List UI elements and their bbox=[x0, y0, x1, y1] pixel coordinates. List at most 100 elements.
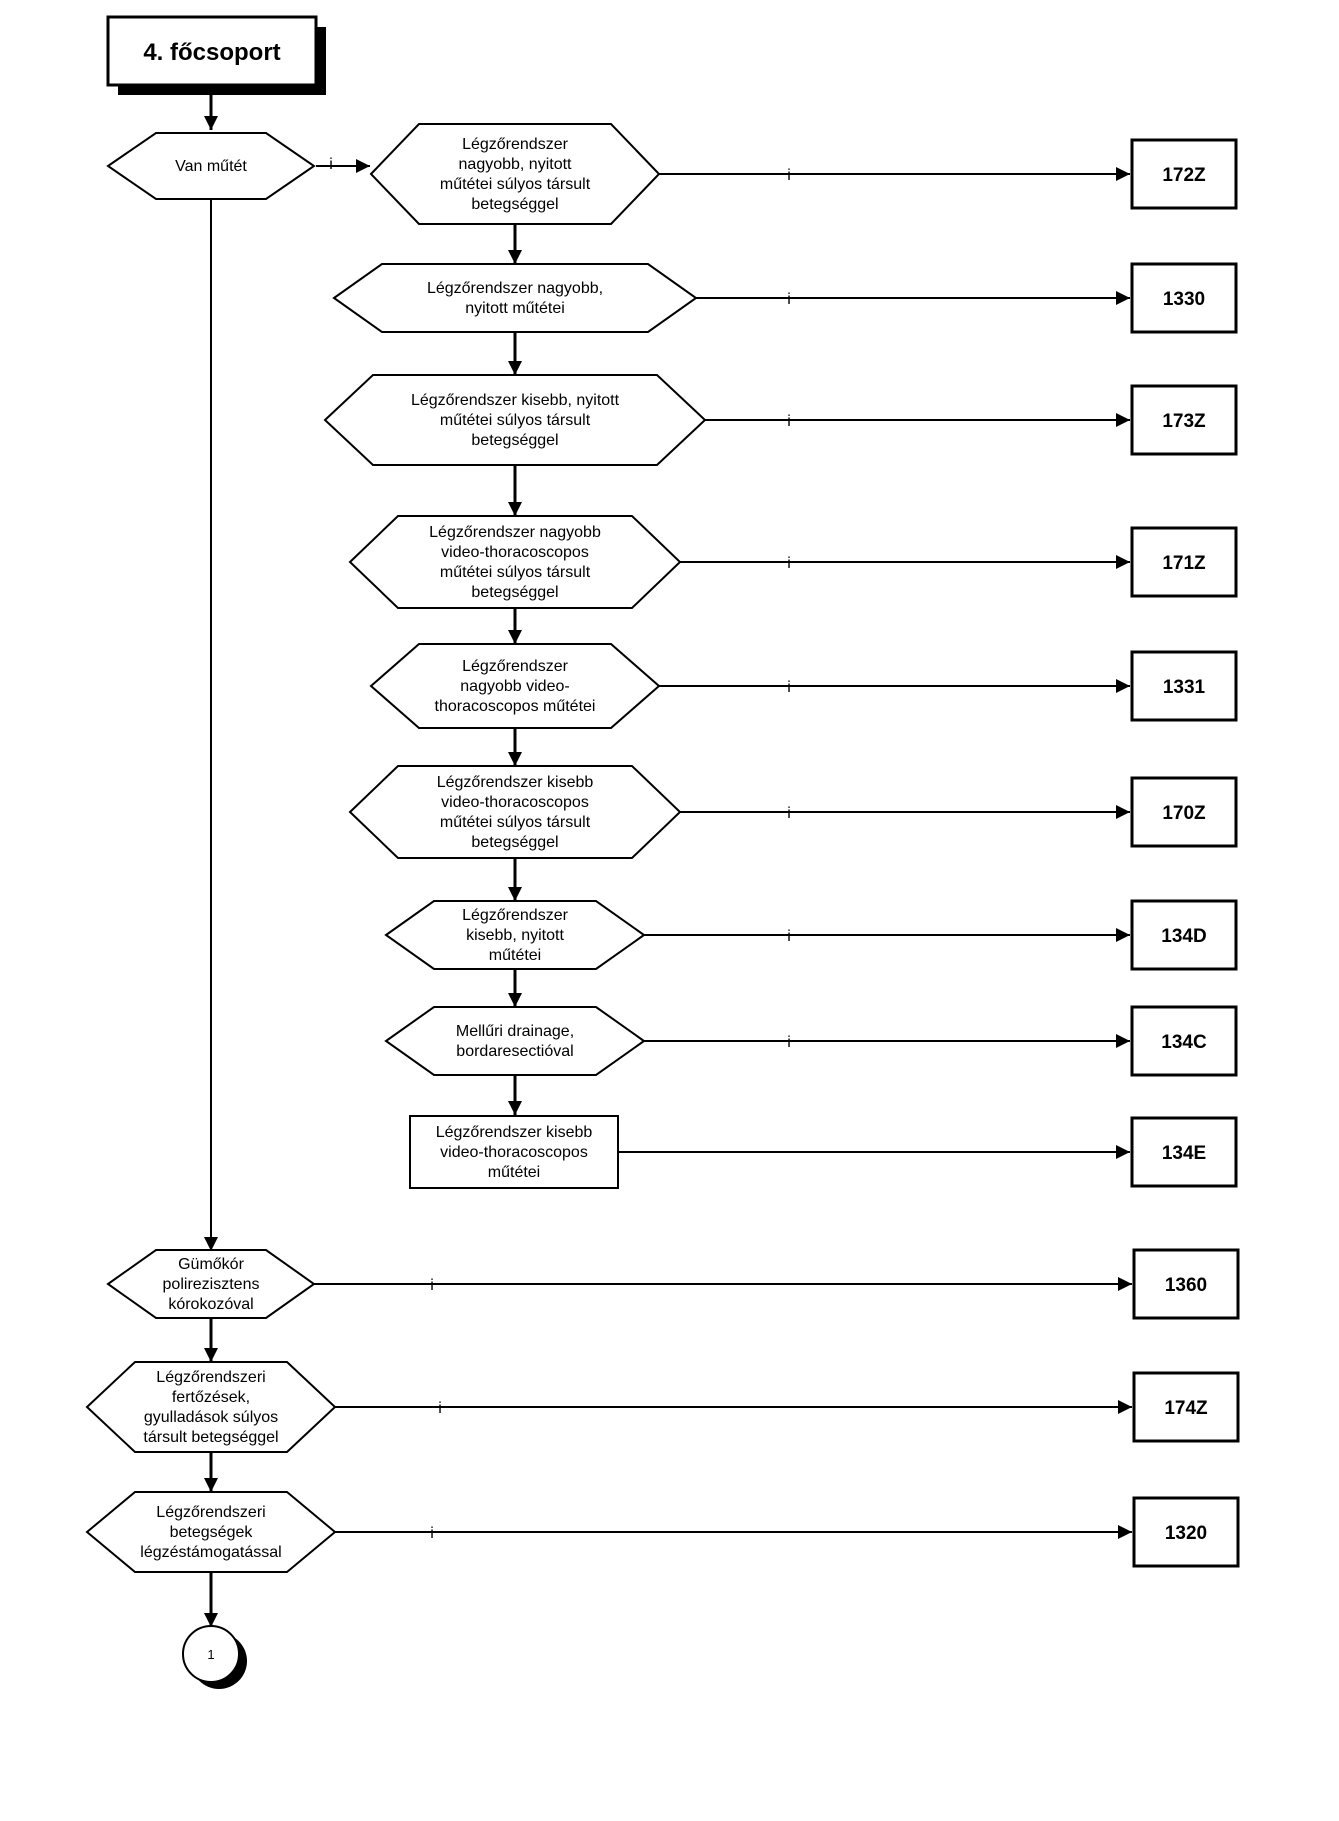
result-box-frame bbox=[1130, 776, 1238, 848]
process-134e-line: video-thoracoscopos bbox=[440, 1144, 588, 1161]
title-box-frame bbox=[106, 15, 318, 87]
result-box-1331: 1331 bbox=[1130, 650, 1238, 722]
decision-134d-shape bbox=[384, 900, 646, 970]
yes-label: i bbox=[787, 1034, 791, 1051]
result-box-frame bbox=[1130, 526, 1238, 598]
connector-1: 1 bbox=[182, 1625, 247, 1689]
result-code: 171Z bbox=[1162, 553, 1206, 574]
decision-1320-shape bbox=[85, 1491, 337, 1573]
decision-1360-line: kórokozóval bbox=[168, 1296, 253, 1313]
result-code: 1330 bbox=[1163, 289, 1205, 310]
result-code: 1360 bbox=[1165, 1275, 1207, 1296]
decision-173z-line: Légzőrendszer kisebb, nyitott bbox=[411, 392, 620, 409]
result-code: 172Z bbox=[1162, 165, 1206, 186]
result-code: 134E bbox=[1162, 1143, 1206, 1164]
result-box-frame bbox=[1132, 1371, 1240, 1443]
result-code: 1320 bbox=[1165, 1523, 1207, 1544]
decision-173z-line: betegséggel bbox=[471, 432, 558, 449]
process-134e-line: műtétei bbox=[488, 1164, 540, 1181]
decision-170z-line: video-thoracoscopos bbox=[441, 794, 589, 811]
decision-173z-line: műtétei súlyos társult bbox=[440, 412, 591, 429]
decision-1320-line: légzéstámogatással bbox=[140, 1544, 281, 1561]
result-box-frame bbox=[1130, 138, 1238, 210]
decision-171z-line: video-thoracoscopos bbox=[441, 544, 589, 561]
decision-171z: Légzőrendszer nagyobb video-thoracoscopos… bbox=[348, 515, 682, 609]
result-box-frame bbox=[1130, 650, 1238, 722]
result-box-174Z: 174Z bbox=[1132, 1371, 1240, 1443]
yes-label: i bbox=[430, 1277, 434, 1294]
result-box-frame bbox=[1130, 384, 1238, 456]
result-box-frame bbox=[1130, 1005, 1238, 1077]
process-134e-frame bbox=[409, 1115, 619, 1189]
process-134e-line: Légzőrendszer kisebb bbox=[436, 1124, 593, 1141]
yes-label: i bbox=[787, 413, 791, 430]
title-box: 4. főcsoport bbox=[106, 15, 326, 95]
result-box-134E: 134E bbox=[1130, 1116, 1238, 1188]
yes-label: i bbox=[787, 167, 791, 184]
yes-label: i bbox=[329, 156, 333, 173]
yes-label: i bbox=[787, 555, 791, 572]
decision-134d: Légzőrendszer kisebb, nyitott műtétei bbox=[384, 900, 646, 970]
result-box-173Z: 173Z bbox=[1130, 384, 1238, 456]
decision-171z-shape bbox=[348, 515, 682, 609]
connector-circle bbox=[182, 1625, 240, 1683]
decision-van-mutet: Van műtét bbox=[106, 132, 316, 200]
yes-label: i bbox=[787, 928, 791, 945]
result-box-134D: 134D bbox=[1130, 899, 1238, 971]
decision-170z-line: Légzőrendszer kisebb bbox=[437, 774, 594, 791]
result-box-frame bbox=[1130, 1116, 1238, 1188]
decision-1360-shape bbox=[106, 1249, 316, 1319]
decision-134c-line: Mellűri drainage, bbox=[456, 1023, 574, 1040]
result-code: 134D bbox=[1161, 926, 1206, 947]
decision-134d-line: Légzőrendszer bbox=[462, 907, 569, 924]
process-134e: Légzőrendszer kisebb video-thoracoscopos m… bbox=[409, 1115, 619, 1189]
decision-171z-line: Légzőrendszer nagyobb bbox=[429, 524, 601, 541]
yes-label: i bbox=[430, 1525, 434, 1542]
decision-134c-line: bordaresectióval bbox=[456, 1043, 573, 1060]
result-box-1360: 1360 bbox=[1132, 1248, 1240, 1320]
decision-1330: Légzőrendszer nagyobb,nyitott műtétei bbox=[332, 263, 698, 333]
result-code: 174Z bbox=[1164, 1398, 1208, 1419]
decision-1330-line: Légzőrendszer nagyobb, bbox=[427, 280, 603, 297]
yes-label: i bbox=[787, 805, 791, 822]
decision-1320: Légzőrendszeribetegségeklégzéstámogatáss… bbox=[85, 1491, 337, 1573]
decision-170z-line: betegséggel bbox=[471, 834, 558, 851]
decision-1331-line: Légzőrendszer bbox=[462, 658, 569, 675]
decision-170z-line: műtétei súlyos társult bbox=[440, 814, 591, 831]
decision-170z: Légzőrendszer kisebb video-thoracoscopos m… bbox=[348, 765, 682, 859]
decision-134d-line: kisebb, nyitott bbox=[466, 927, 564, 944]
decision-172z-line: Légzőrendszer bbox=[462, 136, 569, 153]
result-box-171Z: 171Z bbox=[1130, 526, 1238, 598]
decision-174z-line: fertőzések, bbox=[172, 1389, 250, 1406]
connector-label: 1 bbox=[207, 1647, 214, 1662]
decision-1331-line: nagyobb video- bbox=[460, 678, 569, 695]
decision-174z-line: társult betegséggel bbox=[143, 1429, 278, 1446]
decision-134c-shape bbox=[384, 1006, 646, 1076]
decision-1331-shape bbox=[369, 643, 661, 729]
result-box-frame bbox=[1132, 1496, 1240, 1568]
decision-134d-line: műtétei bbox=[489, 947, 541, 964]
result-box-frame bbox=[1132, 1248, 1240, 1320]
page-title: 4. főcsoport bbox=[143, 39, 280, 66]
result-code: 1331 bbox=[1163, 677, 1206, 698]
decision-170z-shape bbox=[348, 765, 682, 859]
decision-172z-line: nagyobb, nyitott bbox=[459, 156, 573, 173]
decision-173z: Légzőrendszer kisebb, nyitott műtétei súl… bbox=[323, 374, 707, 466]
result-code: 173Z bbox=[1162, 411, 1206, 432]
result-box-134C: 134C bbox=[1130, 1005, 1238, 1077]
yes-label: i bbox=[787, 679, 791, 696]
result-box-1320: 1320 bbox=[1132, 1496, 1240, 1568]
decision-172z-line: betegséggel bbox=[471, 196, 558, 213]
decision-172z-shape bbox=[369, 123, 661, 225]
result-box-172Z: 172Z bbox=[1130, 138, 1238, 210]
decision-van-mutet-line: Van műtét bbox=[175, 158, 247, 175]
result-box-frame bbox=[1130, 899, 1238, 971]
decision-173z-shape bbox=[323, 374, 707, 466]
